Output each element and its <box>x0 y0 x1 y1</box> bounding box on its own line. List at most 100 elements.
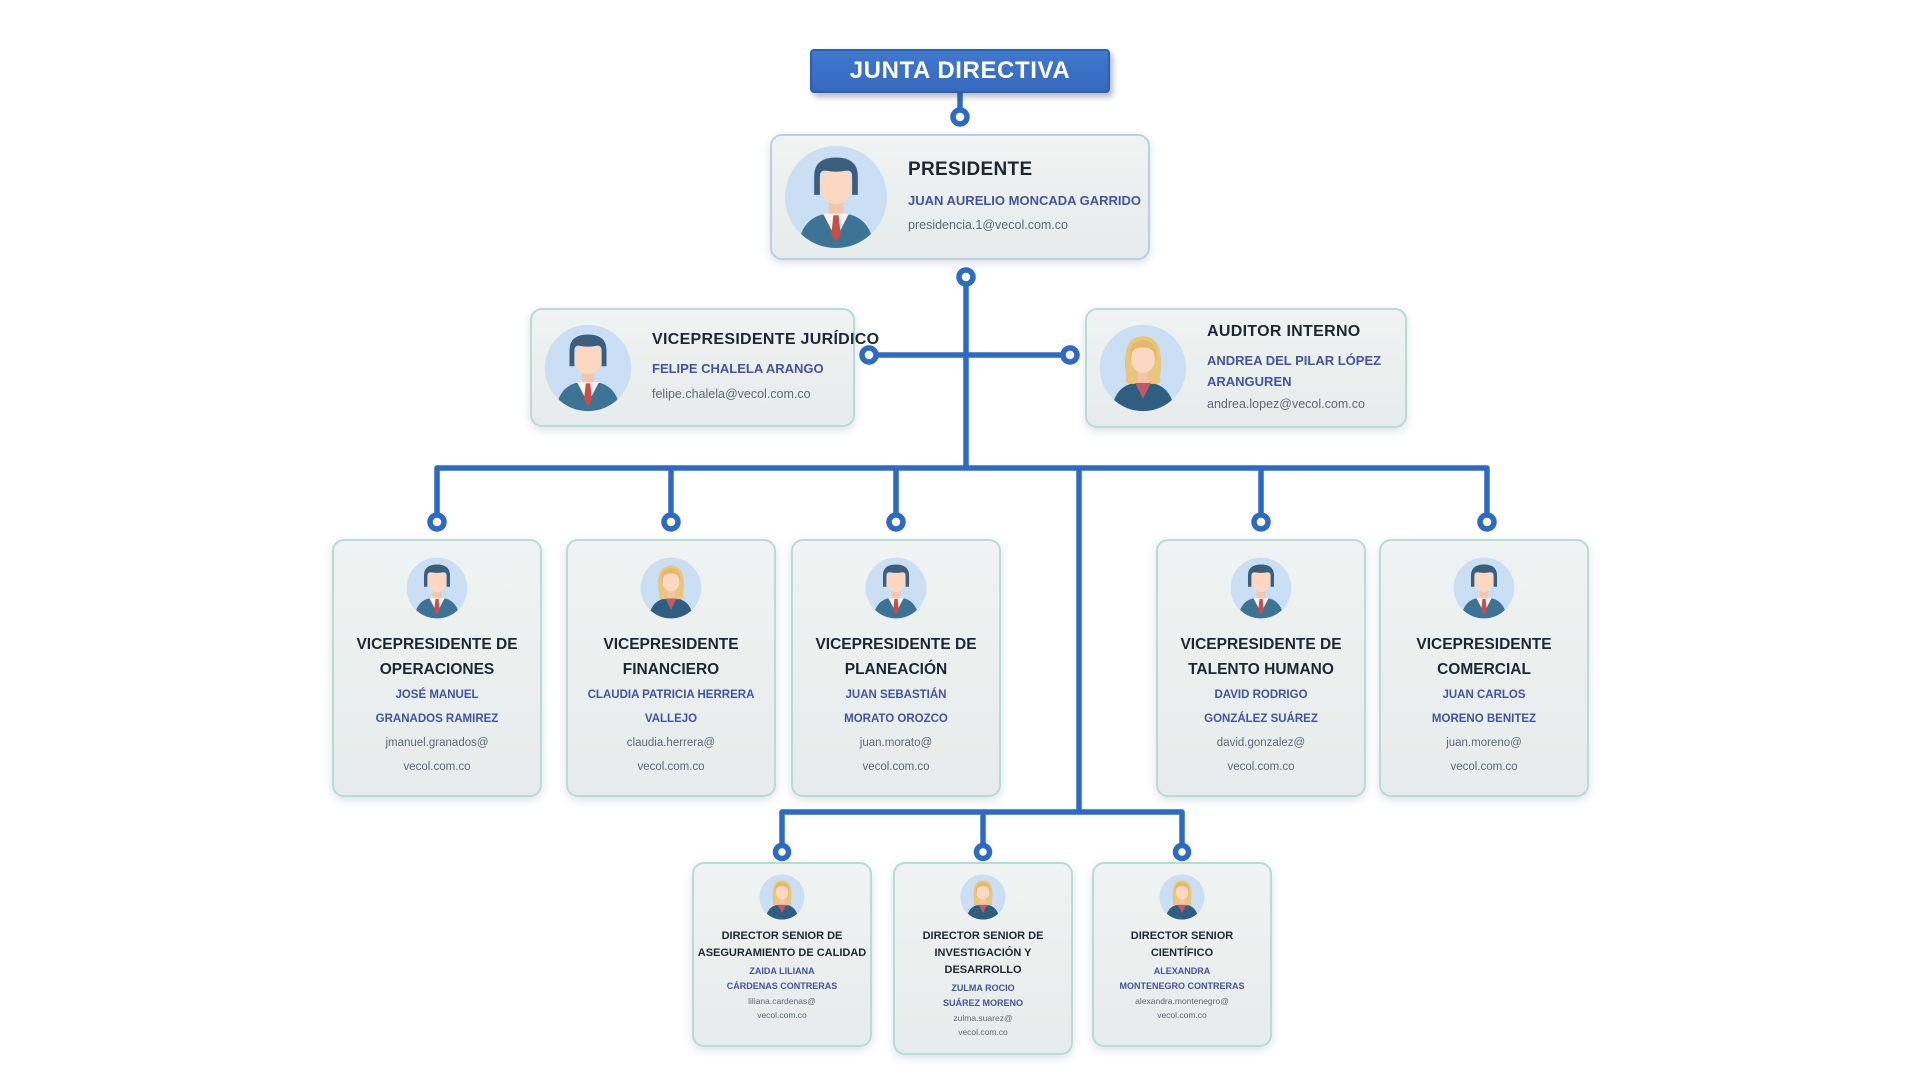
email-line: presidencia.1@vecol.com.co <box>908 218 1068 233</box>
card-title: DIRECTOR SENIOR DE INVESTIGACIÓN Y DESAR… <box>923 928 1044 979</box>
title-line: COMERCIAL <box>1437 661 1531 678</box>
male-avatar-icon <box>784 145 888 249</box>
card-presidente[interactable]: PRESIDENTE JUAN AURELIO MONCADA GARRIDO … <box>770 134 1150 260</box>
email-line: vecol.com.co <box>1157 1010 1207 1020</box>
card-person-name: DAVID RODRIGO GONZÁLEZ SUÁREZ <box>1204 683 1318 731</box>
name-line: ZULMA ROCIO <box>951 983 1015 993</box>
card-email: liliana.cardenas@ vecol.com.co <box>748 994 816 1022</box>
email-line: vecol.com.co <box>637 761 705 773</box>
card-email: juan.morato@ vecol.com.co <box>860 731 932 779</box>
name-line: JUAN CARLOS <box>1442 689 1526 701</box>
junta-directiva-label: JUNTA DIRECTIVA <box>849 57 1071 84</box>
card-title: DIRECTOR SENIOR CIENTÍFICO <box>1131 928 1233 962</box>
card-email: claudia.herrera@ vecol.com.co <box>627 731 715 779</box>
card-person-name: ZAIDA LILIANA CÁRDENAS CONTRERAS <box>727 964 838 994</box>
title-line: FINANCIERO <box>622 661 720 678</box>
name-line: GONZÁLEZ SUÁREZ <box>1204 713 1318 725</box>
male-avatar-icon <box>1453 557 1515 619</box>
title-line: VICEPRESIDENTE DE <box>815 636 977 653</box>
card-email: zulma.suarez@ vecol.com.co <box>953 1011 1012 1039</box>
female-avatar-icon <box>759 874 805 920</box>
card-person-name: JUAN AURELIO MONCADA GARRIDO <box>908 190 1142 211</box>
card-email: felipe.chalela@vecol.com.co <box>652 385 839 404</box>
card-director-cientifico[interactable]: DIRECTOR SENIOR CIENTÍFICO ALEXANDRA MON… <box>1092 862 1272 1047</box>
card-vp-comercial[interactable]: VICEPRESIDENTE COMERCIAL JUAN CARLOS MOR… <box>1379 539 1589 797</box>
title-line: ASEGURAMIENTO DE CALIDAD <box>697 947 867 959</box>
name-line: JUAN AURELIO MONCADA GARRIDO <box>908 192 1142 208</box>
card-person-name: ALEXANDRA MONTENEGRO CONTRERAS <box>1119 964 1244 994</box>
email-line: juan.morato@ <box>859 737 933 749</box>
card-title: VICEPRESIDENTE COMERCIAL <box>1416 632 1551 682</box>
card-title: PRESIDENTE <box>908 158 1033 180</box>
title-line: VICEPRESIDENTE DE <box>1180 636 1342 653</box>
male-avatar-icon <box>865 557 927 619</box>
email-line: claudia.herrera@ <box>626 737 716 749</box>
name-line: MORATO OROZCO <box>844 713 948 725</box>
card-vp-financiero[interactable]: VICEPRESIDENTE FINANCIERO CLAUDIA PATRIC… <box>566 539 776 797</box>
male-avatar-icon <box>406 557 468 619</box>
card-person-name: FELIPE CHALELA ARANGO <box>652 358 839 379</box>
name-line: JUAN SEBASTIÁN <box>845 689 947 701</box>
email-line: vecol.com.co <box>1227 761 1295 773</box>
email-line: vecol.com.co <box>403 761 471 773</box>
title-line: INVESTIGACIÓN Y <box>934 947 1032 959</box>
email-line: vecol.com.co <box>862 761 930 773</box>
card-email: jmanuel.granados@ vecol.com.co <box>385 731 488 779</box>
card-info: AUDITOR INTERNO ANDREA DEL PILAR LÓPEZ A… <box>1207 323 1381 414</box>
card-vp-planeacion[interactable]: VICEPRESIDENTE DE PLANEACIÓN JUAN SEBAST… <box>791 539 1001 797</box>
card-email: presidencia.1@vecol.com.co <box>908 216 1134 235</box>
card-director-investigacion-desarrollo[interactable]: DIRECTOR SENIOR DE INVESTIGACIÓN Y DESAR… <box>893 862 1073 1055</box>
card-title: AUDITOR INTERNO <box>1207 322 1361 340</box>
female-avatar-icon <box>1099 324 1187 412</box>
name-line: MORENO BENITEZ <box>1431 713 1537 725</box>
email-line: felipe.chalela@vecol.com.co <box>652 386 811 401</box>
email-line: andrea.lopez@vecol.com.co <box>1207 396 1365 411</box>
card-title: VICEPRESIDENTE JURÍDICO <box>652 331 880 349</box>
email-line: david.gonzalez@ <box>1216 737 1306 749</box>
card-vicepresidente-juridico[interactable]: VICEPRESIDENTE JURÍDICO FELIPE CHALELA A… <box>530 308 880 427</box>
email-line: vecol.com.co <box>757 1010 807 1020</box>
title-line: VICEPRESIDENTE <box>603 636 739 653</box>
title-line: OPERACIONES <box>379 661 495 678</box>
name-line: DAVID RODRIGO <box>1214 689 1308 701</box>
card-person-name: ZULMA ROCIO SUÁREZ MORENO <box>943 981 1023 1011</box>
title-line: DIRECTOR SENIOR <box>1130 930 1234 942</box>
card-director-aseguramiento-calidad[interactable]: DIRECTOR SENIOR DE ASEGURAMIENTO DE CALI… <box>692 862 872 1047</box>
card-person-name: CLAUDIA PATRICIA HERRERA VALLEJO <box>588 683 755 731</box>
title-line: VICEPRESIDENTE <box>1416 636 1552 653</box>
card-email: andrea.lopez@vecol.com.co <box>1207 395 1381 414</box>
name-line: SUÁREZ MORENO <box>942 998 1023 1008</box>
card-email: juan.moreno@ vecol.com.co <box>1446 731 1522 779</box>
card-auditor-interno[interactable]: AUDITOR INTERNO ANDREA DEL PILAR LÓPEZ A… <box>1085 308 1407 428</box>
card-info: VICEPRESIDENTE JURÍDICO FELIPE CHALELA A… <box>652 331 880 404</box>
title-line: TALENTO HUMANO <box>1188 661 1334 678</box>
card-info: PRESIDENTE JUAN AURELIO MONCADA GARRIDO … <box>908 158 1142 235</box>
name-line: CLAUDIA PATRICIA HERRERA <box>587 689 755 701</box>
name-line: FELIPE CHALELA ARANGO <box>652 361 824 377</box>
card-title: DIRECTOR SENIOR DE ASEGURAMIENTO DE CALI… <box>698 928 866 962</box>
card-vp-talento-humano[interactable]: VICEPRESIDENTE DE TALENTO HUMANO DAVID R… <box>1156 539 1366 797</box>
email-line: zulma.suarez@ <box>953 1013 1013 1023</box>
female-avatar-icon <box>960 874 1006 920</box>
title-line: VICEPRESIDENTE DE <box>356 636 518 653</box>
name-line: ANDREA DEL PILAR LÓPEZ <box>1207 352 1382 368</box>
title-line: PLANEACIÓN <box>844 661 948 678</box>
name-line: ZAIDA LILIANA <box>749 966 815 976</box>
card-title: VICEPRESIDENTE DE OPERACIONES <box>356 632 517 682</box>
email-line: vecol.com.co <box>1450 761 1518 773</box>
male-avatar-icon <box>544 324 632 412</box>
card-title: VICEPRESIDENTE FINANCIERO <box>603 632 738 682</box>
title-line: DESARROLLO <box>944 964 1022 976</box>
card-person-name: JOSÉ MANUEL GRANADOS RAMIREZ <box>376 683 499 731</box>
card-vp-operaciones[interactable]: VICEPRESIDENTE DE OPERACIONES JOSÉ MANUE… <box>332 539 542 797</box>
title-line: DIRECTOR SENIOR DE <box>721 930 843 942</box>
email-line: juan.moreno@ <box>1446 737 1522 749</box>
junta-directiva-box[interactable]: JUNTA DIRECTIVA <box>810 49 1110 93</box>
card-person-name: JUAN SEBASTIÁN MORATO OROZCO <box>844 683 948 731</box>
name-line: GRANADOS RAMIREZ <box>375 713 499 725</box>
email-line: liliana.cardenas@ <box>748 996 816 1006</box>
card-person-name: JUAN CARLOS MORENO BENITEZ <box>1432 683 1536 731</box>
title-line: DIRECTOR SENIOR DE <box>922 930 1044 942</box>
female-avatar-icon <box>640 557 702 619</box>
